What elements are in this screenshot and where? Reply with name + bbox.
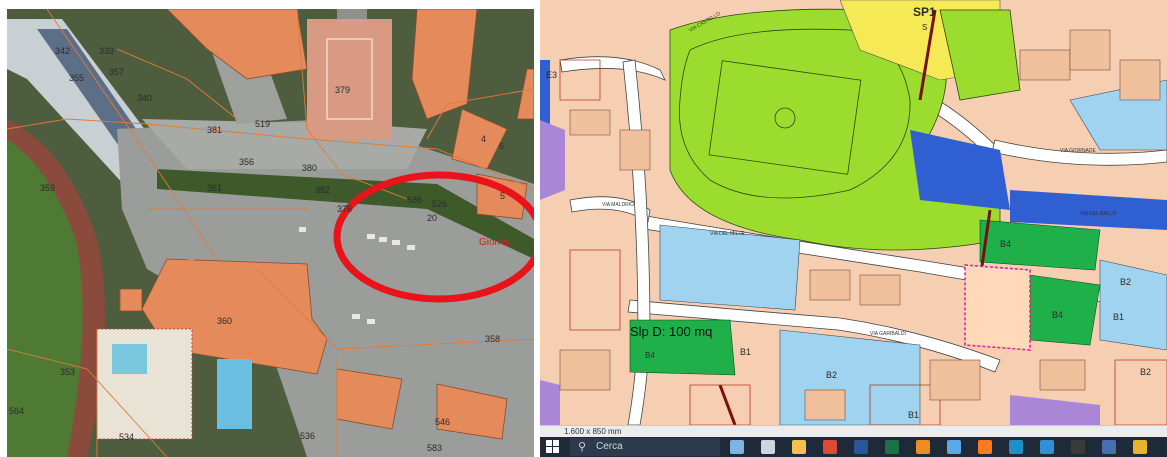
firefox-icon[interactable]	[978, 440, 992, 454]
zone-label: B2	[826, 370, 837, 380]
parcel-label: 339	[99, 46, 114, 56]
ie-icon[interactable]	[1040, 440, 1054, 454]
slp-note: Slp D: 100 mq	[630, 324, 712, 339]
parcel-label: 353	[60, 367, 75, 377]
zone-label: S	[922, 23, 927, 32]
parcel-label: 536	[300, 431, 315, 441]
highlight-circle	[333, 171, 534, 303]
parcel-label: 4	[481, 134, 486, 144]
parcel-label: 357	[109, 67, 124, 77]
start-button[interactable]	[546, 440, 560, 454]
app-orange-icon[interactable]	[916, 440, 930, 454]
zone-label: B1	[908, 410, 919, 420]
search-icon: ⚲	[578, 441, 587, 453]
task-view-icon[interactable]	[761, 440, 775, 454]
street-label: VIA DEL BALLO	[1080, 211, 1116, 217]
zone-label: B1	[1113, 312, 1124, 322]
status-bar: 1.600 x 850 mm	[540, 425, 1167, 438]
app-globe-icon[interactable]	[947, 440, 961, 454]
parcel-label: 356	[239, 157, 254, 167]
excel-icon[interactable]	[885, 440, 899, 454]
parcel-label: 546	[435, 417, 450, 427]
parcel-label: 586	[407, 195, 422, 205]
sipal-icon[interactable]	[1102, 440, 1116, 454]
parcel-label: 360	[217, 316, 232, 326]
zone-label: B2	[1140, 367, 1151, 377]
taskbar: ⚲ Cerca	[540, 437, 1167, 457]
parcel-label: 342	[55, 46, 70, 56]
parcel-label: 361	[207, 183, 222, 193]
parcel-label: 379	[335, 85, 350, 95]
street-label: Giorna	[479, 237, 509, 248]
parcel-label: 359	[40, 183, 55, 193]
scale-readout: 1.600 x 850 mm	[564, 427, 622, 436]
parcel-label: 526	[432, 199, 447, 209]
zone-label: B4	[1052, 310, 1063, 320]
zone-label: SP1	[913, 5, 936, 19]
edge-icon[interactable]	[1009, 440, 1023, 454]
parcel-label: 382	[315, 185, 330, 195]
zoning-plan-panel: SP1 S E3 B4 B4 B2 B1 B1 B4 B2 B1 B2 Slp …	[540, 0, 1167, 425]
aerial-photo-map: 342 339 355 357 340 379 381 519 356 380 …	[7, 9, 534, 457]
taskbar-search[interactable]: ⚲ Cerca	[570, 438, 720, 456]
parcel-label: 376	[337, 204, 352, 214]
parcel-label: 340	[137, 93, 152, 103]
parcel-label: 583	[427, 443, 442, 453]
parcel-label: 519	[255, 119, 270, 129]
parcel-label: 358	[485, 334, 500, 344]
street-label: VIA GIORNADE	[1060, 148, 1097, 154]
parcel-label: 534	[119, 432, 134, 442]
files-icon[interactable]	[1133, 440, 1147, 454]
street-label: VIA MALDRIO	[602, 202, 634, 208]
parcel-label: 5	[500, 191, 505, 201]
zone-label: B4	[1000, 239, 1011, 249]
street-label: VIA DEL MILLE	[710, 231, 745, 237]
parcel-label: 380	[302, 163, 317, 173]
windows-logo-icon	[546, 440, 552, 446]
search-placeholder: Cerca	[596, 441, 623, 452]
parcel-label: 6	[499, 141, 504, 151]
zone-label: B4	[645, 351, 655, 360]
file-explorer-icon[interactable]	[792, 440, 806, 454]
chrome-icon[interactable]	[823, 440, 837, 454]
zoning-plan-map: SP1 S E3 B4 B4 B2 B1 B1 B4 B2 B1 B2 Slp …	[540, 0, 1167, 425]
parcel-label: 355	[69, 73, 84, 83]
aerial-photo-panel: 342 339 355 357 340 379 381 519 356 380 …	[7, 9, 534, 457]
zone-label: B2	[1120, 277, 1131, 287]
parcel-label: 20	[427, 213, 437, 223]
parcel-label: 381	[207, 125, 222, 135]
widgets-icon[interactable]	[730, 440, 744, 454]
parcel-label: 564	[9, 406, 24, 416]
street-label: VIA GARIBALDI	[870, 331, 906, 337]
zone-label: E3	[546, 70, 557, 80]
word-icon[interactable]	[854, 440, 868, 454]
terminal-icon[interactable]	[1071, 440, 1085, 454]
zone-label: B1	[740, 347, 751, 357]
